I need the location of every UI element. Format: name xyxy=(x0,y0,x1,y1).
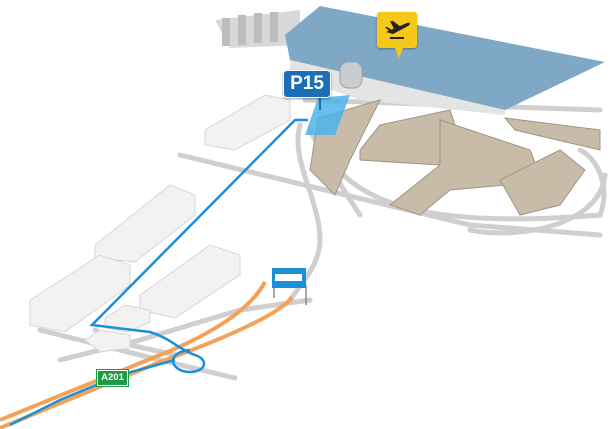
p15-parking-area[interactable] xyxy=(305,95,350,135)
control-tower xyxy=(339,61,363,89)
hangar-buildings xyxy=(215,10,300,48)
route-to-p15 xyxy=(9,118,308,427)
highway-a201-label: A201 xyxy=(96,369,129,387)
terminal-departures-marker[interactable] xyxy=(377,12,417,58)
terminal-roof xyxy=(285,6,605,110)
road-main xyxy=(177,152,603,238)
highway-exit-sign xyxy=(272,268,307,305)
airplane-departure-icon xyxy=(385,21,410,39)
warehouse-blocks xyxy=(29,94,291,353)
parking-p15-label[interactable]: P15 xyxy=(283,70,331,98)
highway-a201 xyxy=(0,281,294,429)
